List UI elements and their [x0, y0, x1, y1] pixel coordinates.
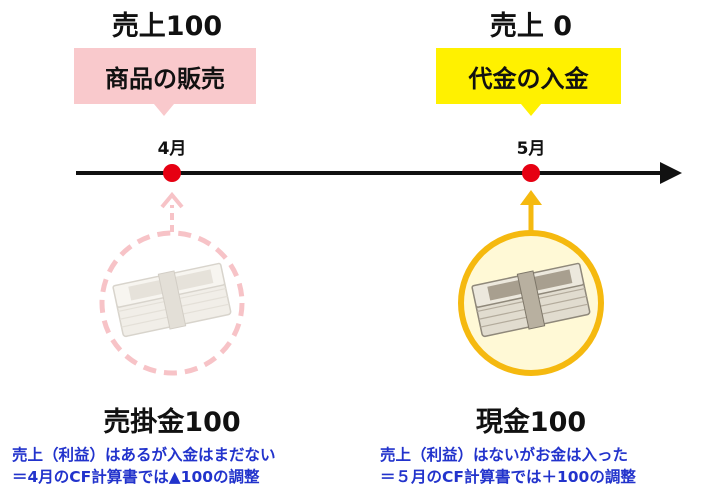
right-callout-text: 代金の入金 [468, 64, 589, 93]
right-note: 売上（利益）はないがお金は入った ＝５月のCF計算書では＋100の調整 [380, 444, 636, 488]
right-note-line1: 売上（利益）はないがお金は入った [380, 446, 629, 464]
money-stack-icon [471, 262, 591, 338]
cash-label: 現金100 [475, 407, 587, 438]
right-sales-label: 売上 0 [489, 11, 573, 42]
right-note-line2: ＝５月のCF計算書では＋100の調整 [380, 468, 636, 486]
left-note-line2: ＝4月のCF計算書では▲100の調整 [12, 468, 260, 486]
left-note-line1: 売上（利益）はあるが入金はまだない [12, 446, 276, 464]
receivable-circle [99, 230, 245, 376]
left-dashed-arrow [160, 191, 184, 232]
april-label: 4月 [157, 139, 187, 159]
left-sales-label: 売上100 [111, 11, 223, 42]
left-callout-box [74, 48, 256, 116]
right-callout-box [436, 48, 621, 116]
money-stack-icon-faded [112, 262, 232, 338]
right-solid-arrow [520, 190, 542, 233]
receivable-label: 売掛金100 [103, 407, 241, 438]
left-callout-text: 商品の販売 [105, 64, 225, 93]
left-note: 売上（利益）はあるが入金はまだない ＝4月のCF計算書では▲100の調整 [12, 444, 276, 488]
april-point [163, 164, 181, 182]
may-label: 5月 [516, 139, 546, 159]
may-point [522, 164, 540, 182]
